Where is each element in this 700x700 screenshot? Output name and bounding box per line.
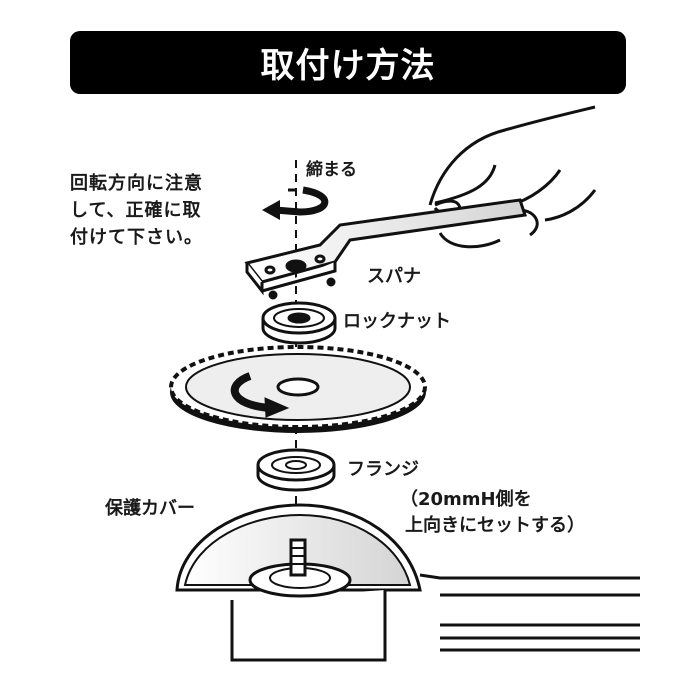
caution-note-line: 回転方向に注意: [70, 173, 203, 194]
label-flange-note-2: 上向きにセットする）: [405, 515, 585, 536]
grinder-illustration: [175, 503, 640, 662]
flange-illustration: [256, 448, 336, 492]
label-spanner: スパナ: [367, 266, 421, 287]
label-tighten: 締まる: [306, 160, 357, 180]
label-lock-nut: ロックナット: [343, 311, 451, 332]
title-banner: 取付け方法: [70, 31, 626, 94]
label-flange: フランジ: [347, 459, 419, 480]
label-guard: 保護カバー: [105, 498, 195, 519]
tighten-arrow-icon: [262, 186, 329, 220]
caution-note-line: して、正確に取: [70, 200, 202, 221]
lock-nut-illustration: [261, 301, 337, 345]
label-flange-note-1: （20mmH側を: [400, 489, 532, 510]
spanner-illustration: [244, 198, 527, 300]
cutting-disc-illustration: [169, 345, 427, 433]
page-title: 取付け方法: [260, 46, 436, 86]
caution-note-line: 付けて下さい。: [70, 227, 203, 248]
caution-note: 回転方向に注意 して、正確に取 付けて下さい。: [70, 170, 250, 251]
